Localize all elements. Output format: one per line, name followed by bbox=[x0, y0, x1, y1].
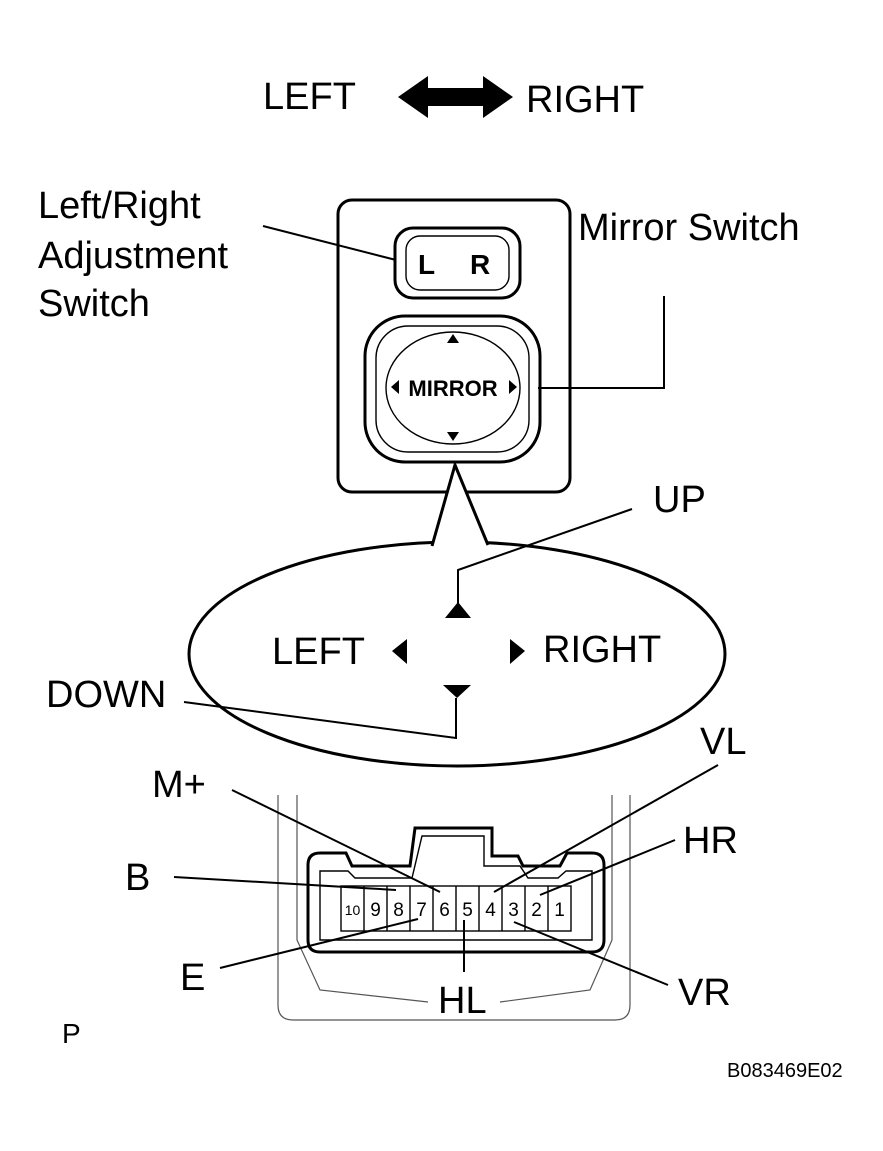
direction-down-label: DOWN bbox=[46, 674, 166, 716]
figure-id: B083469E02 bbox=[727, 1060, 843, 1082]
pin-7: 7 bbox=[416, 900, 427, 921]
header-left-label: LEFT bbox=[263, 76, 356, 118]
direction-left-label: LEFT bbox=[272, 631, 365, 673]
terminal-label-vl: VL bbox=[700, 721, 746, 763]
pin-10: 10 bbox=[345, 902, 361, 918]
direction-right-label: RIGHT bbox=[543, 629, 661, 671]
pin-8: 8 bbox=[393, 900, 404, 921]
mirror-up-arrow-icon bbox=[447, 334, 459, 343]
mirror-switch-label: Mirror Switch bbox=[578, 207, 800, 249]
lr-switch-l: L bbox=[418, 249, 435, 280]
adjustment-switch-label-line2: Adjustment bbox=[38, 235, 229, 277]
direction-up-arrow-icon bbox=[445, 602, 471, 618]
pin-9: 9 bbox=[370, 900, 381, 921]
direction-left-arrow-icon bbox=[392, 639, 407, 664]
adjustment-switch-label-line3: Switch bbox=[38, 283, 150, 325]
lr-adjustment-switch bbox=[393, 226, 522, 300]
mirror-down-arrow-icon bbox=[447, 432, 459, 441]
direction-callout-balloon bbox=[187, 460, 727, 768]
mirror-button-text: MIRROR bbox=[408, 376, 497, 401]
view-label: P bbox=[62, 1018, 81, 1049]
lr-switch-r: R bbox=[470, 249, 490, 280]
terminal-label-hr: HR bbox=[683, 820, 738, 862]
terminal-label-vr: VR bbox=[678, 972, 731, 1014]
pin-2: 2 bbox=[531, 900, 542, 921]
connector-housing bbox=[277, 795, 631, 1021]
mirror-left-arrow-icon bbox=[391, 380, 399, 394]
terminal-label-hl: HL bbox=[438, 980, 487, 1022]
mirror-switch-housing: L R MIRROR bbox=[336, 198, 572, 494]
pin-3: 3 bbox=[508, 900, 519, 921]
terminal-label-e: E bbox=[180, 957, 205, 999]
terminal-label-b: B bbox=[125, 857, 150, 899]
connector-pins: 10 9 8 7 6 5 4 3 2 1 bbox=[340, 885, 572, 932]
header-right-label: RIGHT bbox=[526, 79, 644, 121]
direction-up-label: UP bbox=[653, 479, 706, 521]
mirror-right-arrow-icon bbox=[509, 380, 517, 394]
direction-right-arrow-icon bbox=[510, 639, 525, 664]
terminal-label-m-plus: M+ bbox=[152, 764, 206, 806]
pin-5: 5 bbox=[462, 900, 473, 921]
left-right-double-arrow bbox=[398, 76, 513, 118]
direction-down-arrow-icon bbox=[443, 685, 471, 698]
adjustment-switch-label-line1: Left/Right bbox=[38, 185, 201, 227]
pin-1: 1 bbox=[554, 900, 565, 921]
pin-4: 4 bbox=[485, 900, 496, 921]
pin-6: 6 bbox=[439, 900, 450, 921]
